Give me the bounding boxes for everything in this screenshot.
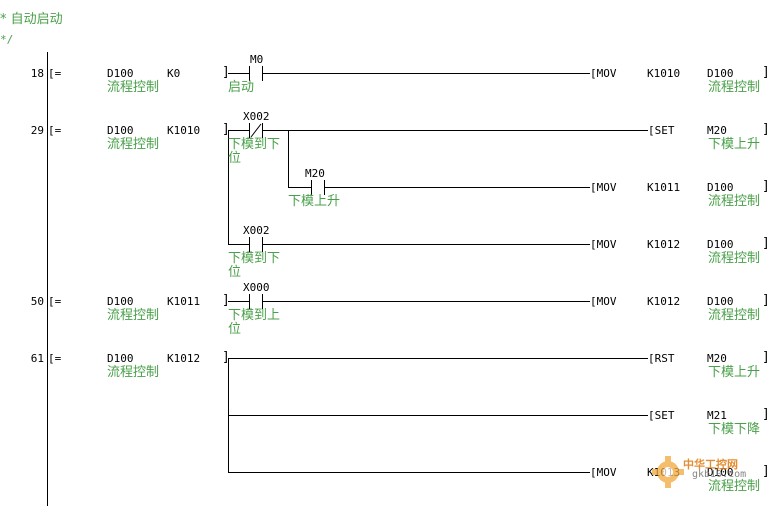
output-close-bracket: ]	[762, 123, 767, 137]
output-comment: 流程控制	[708, 308, 761, 323]
compare-operand-1[interactable]: D100	[107, 67, 134, 80]
compare-close-bracket: ]	[222, 293, 230, 308]
output-instruction[interactable]: [MOV	[590, 181, 617, 194]
output-instruction[interactable]: [MOV	[590, 238, 617, 251]
contact-device[interactable]: M0	[250, 53, 264, 66]
output-close-bracket: ]	[762, 294, 767, 308]
compare-operand-1[interactable]: D100	[107, 352, 134, 365]
compare-instruction: [=	[48, 124, 62, 137]
contact-comment: 下模到上	[228, 308, 281, 323]
contact-device[interactable]: M20	[305, 167, 325, 180]
compare-operand-1[interactable]: D100	[107, 124, 134, 137]
contact-comment-line-2: 位	[228, 322, 242, 337]
rung-step-number: 61	[30, 352, 44, 365]
operand-comment: 流程控制	[107, 137, 160, 152]
output-comment: 下模下降	[708, 422, 761, 437]
watermark-brand: 中华工控网	[683, 458, 738, 471]
output-close-bracket: ]	[762, 66, 767, 80]
output-instruction[interactable]: [RST	[648, 352, 675, 365]
output-instruction[interactable]: [MOV	[590, 67, 617, 80]
comment-line-1: *	[0, 0, 7, 6]
compare-operand-1[interactable]: D100	[107, 295, 134, 308]
output-comment: 流程控制	[708, 80, 761, 95]
comment-line-2: * 自动启动	[0, 12, 63, 27]
comment-line-3: */	[0, 33, 14, 46]
output-close-bracket: ]	[762, 465, 767, 479]
compare-operand-2[interactable]: K1010	[167, 124, 201, 137]
compare-instruction: [=	[48, 295, 62, 308]
output-close-bracket: ]	[762, 351, 767, 365]
output-comment: 流程控制	[708, 251, 761, 266]
compare-close-bracket: ]	[222, 65, 230, 80]
rung-step-number: 29	[30, 124, 44, 137]
contact-comment: 下模到下	[228, 137, 281, 152]
output-operand-1[interactable]: M20	[707, 352, 727, 365]
output-comment: 下模上升	[708, 365, 761, 380]
output-operand-2[interactable]: D100	[707, 238, 734, 251]
output-comment: 流程控制	[708, 479, 761, 494]
contact-comment: 启动	[228, 80, 255, 95]
contact-comment-line-2: 位	[228, 151, 242, 166]
compare-close-bracket: ]	[222, 350, 230, 365]
compare-instruction: [=	[48, 67, 62, 80]
rung-step-number: 50	[30, 295, 44, 308]
contact-device[interactable]: X000	[243, 281, 270, 294]
rung-step-number: 18	[30, 67, 44, 80]
output-close-bracket: ]	[762, 180, 767, 194]
output-instruction[interactable]: [MOV	[590, 466, 617, 479]
output-comment: 下模上升	[708, 137, 761, 152]
output-close-bracket: ]	[762, 408, 767, 422]
contact-comment: 下模上升	[288, 194, 341, 209]
output-operand-1[interactable]: K1010	[647, 67, 681, 80]
compare-operand-2[interactable]: K1011	[167, 295, 201, 308]
contact-device[interactable]: X002	[243, 224, 270, 237]
output-operand-2[interactable]: D100	[707, 181, 734, 194]
operand-comment: 流程控制	[107, 365, 160, 380]
output-comment: 流程控制	[708, 194, 761, 209]
contact-device[interactable]: X002	[243, 110, 270, 123]
watermark-url: gkb10.com	[692, 469, 747, 480]
output-instruction[interactable]: [SET	[648, 124, 675, 137]
output-operand-2[interactable]: D100	[707, 67, 734, 80]
compare-operand-2[interactable]: K1012	[167, 352, 201, 365]
contact-comment: 下模到下	[228, 251, 281, 266]
compare-instruction: [=	[48, 352, 62, 365]
output-operand-1[interactable]: M21	[707, 409, 727, 422]
output-operand-1[interactable]: M20	[707, 124, 727, 137]
compare-close-bracket: ]	[222, 122, 230, 137]
compare-operand-2[interactable]: K0	[167, 67, 181, 80]
operand-comment: 流程控制	[107, 308, 160, 323]
output-operand-2[interactable]: D100	[707, 295, 734, 308]
output-instruction[interactable]: [MOV	[590, 295, 617, 308]
output-operand-2[interactable]: D100	[707, 466, 734, 479]
output-operand-1[interactable]: K1012	[647, 295, 681, 308]
operand-comment: 流程控制	[107, 80, 160, 95]
output-operand-1[interactable]: K1013	[647, 466, 681, 479]
output-operand-1[interactable]: K1012	[647, 238, 681, 251]
output-operand-1[interactable]: K1011	[647, 181, 681, 194]
contact-comment-line-2: 位	[228, 265, 242, 280]
output-instruction[interactable]: [SET	[648, 409, 675, 422]
output-close-bracket: ]	[762, 237, 767, 251]
